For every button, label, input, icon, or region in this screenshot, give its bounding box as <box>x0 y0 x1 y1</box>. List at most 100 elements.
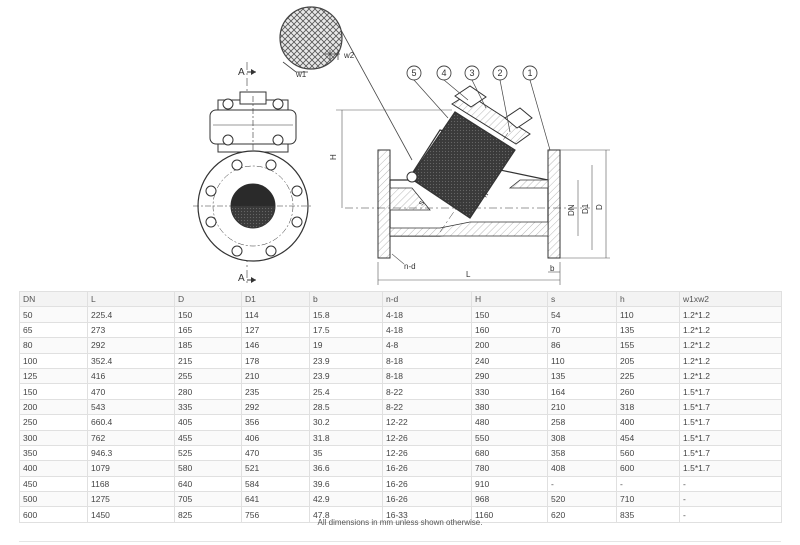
table-cell: 408 <box>547 460 617 477</box>
table-cell: 1168 <box>87 475 175 493</box>
table-cell: 17.5 <box>309 321 383 339</box>
table-cell: 620 <box>547 506 617 523</box>
table-cell: 455 <box>174 429 242 446</box>
table-cell: 47.8 <box>309 506 383 523</box>
table-cell: 135 <box>616 321 680 339</box>
table-cell: 215 <box>174 352 242 369</box>
column-header: w1xw2 <box>679 290 782 308</box>
table-cell: 641 <box>241 491 310 508</box>
y-strainer-technical-drawing: w1 w2 A A <box>193 6 610 285</box>
column-header: b <box>309 290 383 308</box>
table-cell: 16-26 <box>382 491 472 508</box>
table-cell: 1.5*1.7 <box>679 444 782 462</box>
table-cell: 110 <box>547 352 617 369</box>
part-2: 2 <box>497 68 502 78</box>
table-cell: 480 <box>471 414 548 431</box>
table-cell: 640 <box>174 475 242 493</box>
table-cell: 335 <box>174 398 242 416</box>
dim-b: b <box>550 264 555 273</box>
table-cell: 150 <box>19 383 88 400</box>
table-cell: 240 <box>471 352 548 369</box>
table-cell: 290 <box>471 367 548 385</box>
table-cell: 1.2*1.2 <box>679 321 782 339</box>
table-cell: 39.6 <box>309 475 383 493</box>
table-cell: 165 <box>174 321 242 339</box>
table-cell: 1.5*1.7 <box>679 460 782 477</box>
table-cell: 35 <box>309 444 383 462</box>
table-cell: 28.5 <box>309 398 383 416</box>
table-cell: 16-26 <box>382 475 472 493</box>
cover-side-view <box>209 91 297 153</box>
column-header: D1 <box>241 290 310 308</box>
table-cell: 225.4 <box>87 306 175 323</box>
table-cell: 400 <box>19 460 88 477</box>
dim-l: L <box>466 270 471 279</box>
table-cell: 258 <box>547 414 617 431</box>
column-header: D <box>174 290 242 308</box>
table-cell: 23.9 <box>309 352 383 369</box>
table-cell: 31.8 <box>309 429 383 446</box>
table-cell: 521 <box>241 460 310 477</box>
table-cell: 560 <box>616 444 680 462</box>
part-3: 3 <box>469 68 474 78</box>
dimension-lines <box>336 109 610 285</box>
table-cell: 178 <box>241 352 310 369</box>
table-cell: 1.5*1.7 <box>679 429 782 446</box>
w2-label: w2 <box>343 51 355 60</box>
table-cell: 23.9 <box>309 367 383 385</box>
table-cell: 910 <box>471 475 548 493</box>
table-cell: - <box>679 475 782 493</box>
table-cell: 86 <box>547 337 617 354</box>
table-cell: 405 <box>174 414 242 431</box>
table-cell: 4-8 <box>382 337 472 354</box>
table-cell: 280 <box>174 383 242 400</box>
table-cell: 30.2 <box>309 414 383 431</box>
dim-dn: DN <box>567 204 576 216</box>
table-cell: 4-18 <box>382 306 472 323</box>
table-cell: 114 <box>241 306 310 323</box>
table-cell: 127 <box>241 321 310 339</box>
part-1: 1 <box>527 68 532 78</box>
table-cell: 470 <box>241 444 310 462</box>
table-cell: 1.2*1.2 <box>679 352 782 369</box>
table-cell: 135 <box>547 367 617 385</box>
table-cell: 318 <box>616 398 680 416</box>
table-cell: 80 <box>19 337 88 354</box>
table-cell: 416 <box>87 367 175 385</box>
table-cell: 185 <box>174 337 242 354</box>
table-cell: 525 <box>174 444 242 462</box>
table-cell: 500 <box>19 491 88 508</box>
table-cell: 600 <box>616 460 680 477</box>
column-header: n-d <box>382 290 472 308</box>
table-cell: 225 <box>616 367 680 385</box>
table-cell: 400 <box>616 414 680 431</box>
table-cell: 1.2*1.2 <box>679 337 782 354</box>
table-cell: 300 <box>19 429 88 446</box>
table-cell: - <box>547 475 617 493</box>
table-cell: 65 <box>19 321 88 339</box>
table-cell: 110 <box>616 306 680 323</box>
table-cell: 8-22 <box>382 398 472 416</box>
table-cell: 8-22 <box>382 383 472 400</box>
table-cell: 146 <box>241 337 310 354</box>
table-cell: 520 <box>547 491 617 508</box>
table-cell: 210 <box>241 367 310 385</box>
table-cell: 1.5*1.7 <box>679 383 782 400</box>
table-cell: 358 <box>547 444 617 462</box>
table-cell: 235 <box>241 383 310 400</box>
table-cell: 150 <box>471 306 548 323</box>
column-header: L <box>87 290 175 308</box>
table-cell: 292 <box>87 337 175 354</box>
dim-small-h: h <box>480 190 490 199</box>
dim-d1: D1 <box>581 203 590 214</box>
table-cell: 200 <box>19 398 88 416</box>
table-cell: 705 <box>174 491 242 508</box>
table-cell: 42.9 <box>309 491 383 508</box>
